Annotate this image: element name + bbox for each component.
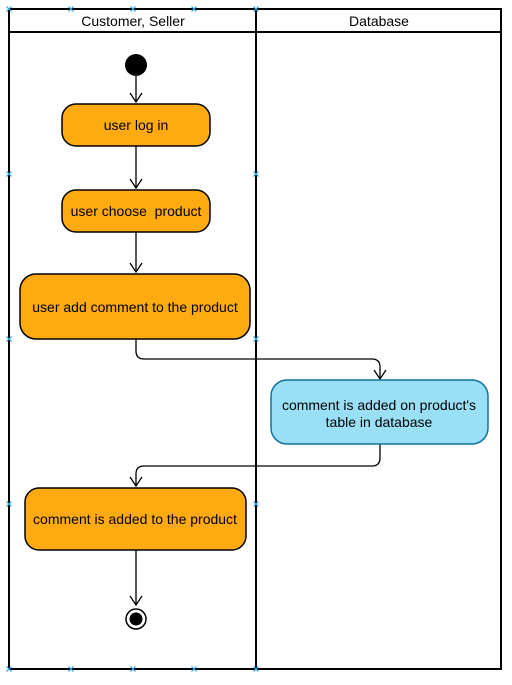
final-node[interactable] [125,608,147,630]
selection-handle-icon[interactable] [6,336,12,342]
activity-user-add-comment[interactable]: user add comment to the product [19,273,251,340]
selection-handle-icon[interactable] [253,501,259,507]
final-node-inner-dot [129,612,143,626]
lane-title-database: Database [349,13,409,29]
edge-database-to-added [129,444,381,488]
selection-handle-icon[interactable] [130,6,136,12]
activity-user-add-comment-box[interactable] [19,273,251,340]
activity-user-choose-product-box[interactable] [61,189,211,233]
selection-handle-icon[interactable] [6,6,12,12]
activity-user-log-in[interactable]: user log in [61,103,211,147]
selection-handle-icon[interactable] [130,666,136,672]
activity-database-comment-added-box[interactable] [270,379,489,445]
selection-handle-icon[interactable] [253,666,259,672]
selection-handle-icon[interactable] [68,666,74,672]
selection-handle-icon[interactable] [6,666,12,672]
selection-handle-icon[interactable] [253,6,259,12]
selection-handle-icon[interactable] [68,6,74,12]
activity-comment-added-to-product-box[interactable] [24,487,247,551]
activity-user-add-comment-label: user add comment to the product [32,299,238,315]
initial-node[interactable] [125,54,147,76]
selection-handle-icon[interactable] [253,336,259,342]
selection-handles [6,6,259,672]
activity-comment-added-to-product-label: comment is added to the product [33,511,237,527]
activity-user-choose-product-label: user choose product [71,203,202,219]
activity-database-comment-added[interactable]: comment is added on product's table in d… [270,379,489,445]
selection-handle-icon[interactable] [191,666,197,672]
selection-handle-icon[interactable] [6,171,12,177]
selection-handle-icon[interactable] [6,501,12,507]
activity-database-line-1: comment is added on product's [282,397,476,413]
selection-handle-icon[interactable] [191,6,197,12]
activity-database-line-2: table in database [326,414,433,430]
activity-comment-added-to-product[interactable]: comment is added to the product [24,487,247,551]
activity-user-log-in-box[interactable] [61,103,211,147]
lane-title-customer-seller: Customer, Seller [81,13,185,29]
activity-user-choose-product[interactable]: user choose product [61,189,211,233]
activity-user-log-in-label: user log in [104,117,169,133]
edge-comment-to-database [135,339,387,381]
selection-handle-icon[interactable] [253,171,259,177]
